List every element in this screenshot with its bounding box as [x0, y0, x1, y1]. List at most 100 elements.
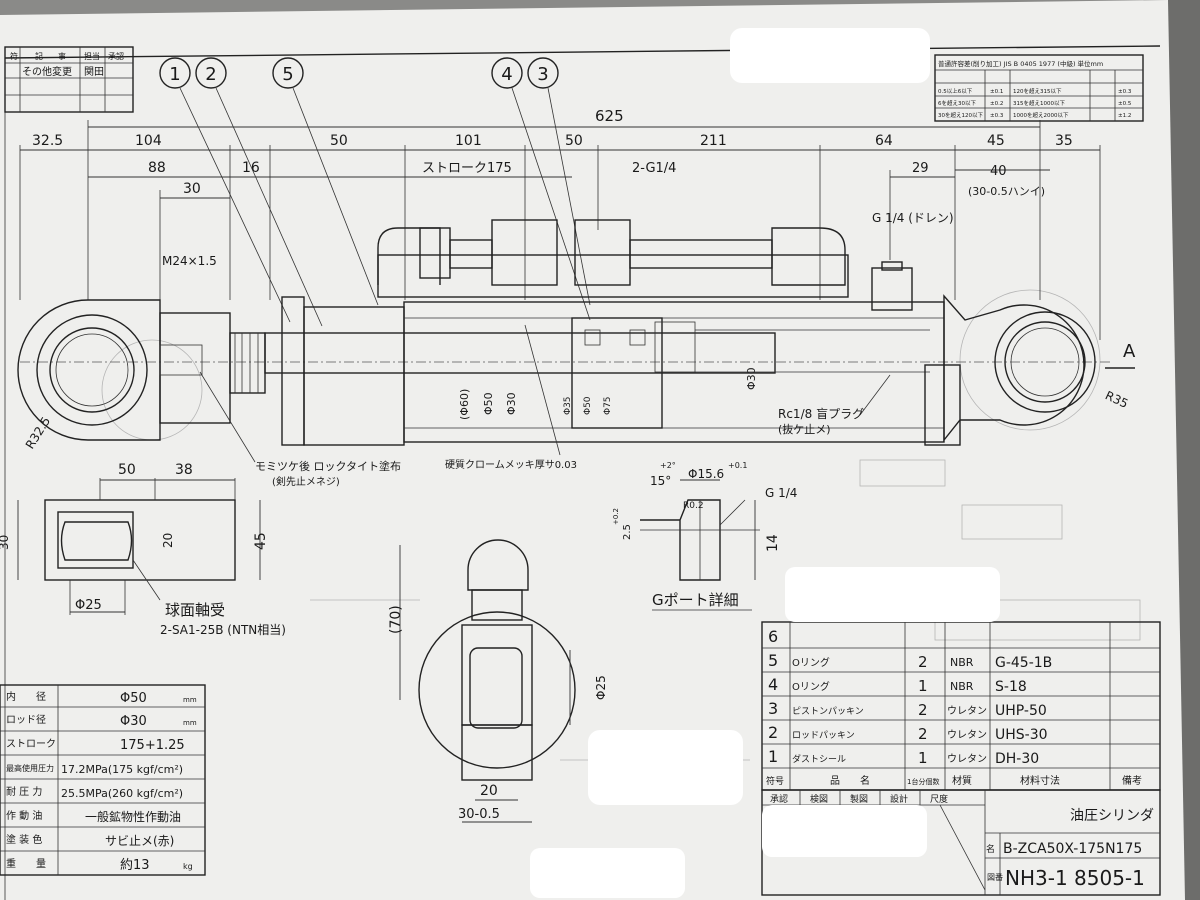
bom-header-note: 備考 [1122, 774, 1142, 787]
balloon-5-label: 5 [282, 64, 293, 85]
spec-label: 塗 装 色 [6, 833, 42, 846]
bom-qty: 1 [918, 749, 928, 767]
dia-50-gland: Φ50 [583, 396, 593, 415]
dim-45: 45 [987, 133, 1005, 149]
paper-shadow [1168, 0, 1200, 900]
tol-cell: 6を超え30以下 [938, 99, 976, 107]
tol-cell: ±0.3 [990, 113, 1004, 119]
dim-16: 16 [242, 160, 260, 176]
end-dim-45: 45 [253, 532, 269, 550]
bom-mat: ウレタン [947, 753, 987, 765]
bom-mat: NBR [950, 680, 974, 693]
spec-label: 作 動 油 [6, 809, 42, 822]
gport-depth-tol: +0.2 [612, 508, 620, 525]
redaction-center [588, 730, 743, 805]
balloon-4-label: 4 [501, 64, 512, 85]
tb-label: 検図 [810, 793, 828, 805]
dia-35: Φ35 [563, 396, 573, 415]
right-cap [924, 364, 961, 446]
spec-label: ロッド径 [6, 713, 46, 726]
balloon-3 [527, 57, 559, 89]
gport-radius: R0.2 [683, 501, 704, 511]
bom-size: UHP-50 [995, 703, 1047, 719]
balloon-4 [491, 57, 523, 89]
bom-header-no: 符号 [766, 775, 784, 787]
bom-no: 4 [768, 675, 778, 694]
bom-qty: 1 [918, 677, 928, 695]
spec-value: Φ50 [120, 691, 147, 706]
dim-104: 104 [135, 133, 162, 149]
gport-dia-tol: +0.1 [728, 461, 747, 470]
bom-no: 2 [768, 723, 778, 742]
redaction-title-block [762, 805, 927, 857]
tol-cell: 315を超え1000以下 [1013, 99, 1065, 107]
bom-no: 3 [768, 699, 778, 718]
spec-value: サビ止メ(赤) [105, 834, 174, 848]
bom-no: 1 [768, 747, 778, 766]
bearing-label: 球面軸受 [165, 601, 225, 619]
drawing-no-label: 図番 [987, 872, 1003, 882]
section-view-a: (70) Φ25 20 30-0.5 [388, 539, 608, 823]
bom-size: G-45-1B [995, 655, 1052, 671]
balloon-3-label: 3 [537, 64, 548, 85]
drain-port-label: G 1/4 (ドレン) [872, 211, 954, 225]
balloon-2-label: 2 [205, 64, 216, 85]
dim-32-5: 32.5 [32, 133, 63, 149]
right-eye-bore [1010, 327, 1080, 397]
bom-no: 6 [768, 627, 778, 646]
dimension-lines [19, 120, 1101, 340]
piston [571, 317, 663, 429]
tolerance-title: 普通許容差(削り加工) JIS B 0405 1977 (中級) 単位mm [938, 59, 1103, 68]
rev-header-mark: 記 [35, 51, 43, 61]
section-dim-20: 20 [480, 783, 498, 799]
tb-label: 承認 [770, 793, 788, 805]
pipe-elbow-left [377, 227, 441, 285]
revision-block: 符 記 事 担当 承認 その他変更 関田 [4, 46, 134, 113]
dim-ports: 2-G1/4 [632, 161, 676, 176]
bom-name: ロッドパッキン [792, 730, 855, 741]
section-dim-dia25: Φ25 [594, 675, 608, 700]
dia-60: (Φ60) [458, 389, 471, 420]
spec-label: ストローク [6, 738, 56, 750]
rev-entry-signature: 関田 [84, 66, 104, 78]
right-eye-inner [1004, 321, 1086, 403]
drawing-title: 油圧シリンダ [1070, 808, 1154, 824]
dim-88: 88 [148, 160, 166, 176]
section-dim-70: (70) [388, 605, 404, 634]
dia-75: Φ75 [603, 396, 613, 415]
dia-30: Φ30 [505, 392, 518, 415]
bom-header-size: 材料寸法 [1020, 774, 1060, 787]
rev-header-note: 事 [58, 51, 66, 61]
left-eye-inner [49, 327, 135, 413]
rev-header-sym: 符 [10, 51, 18, 61]
bearing-part: 2-SA1-25B (NTN相当) [160, 623, 286, 637]
dim-40: 40 [990, 164, 1007, 179]
spec-value: 175+1.25 [120, 738, 185, 753]
spec-value: 約13 [120, 858, 150, 873]
spec-value: 17.2MPa(175 kgf/cm²) [61, 763, 183, 776]
redaction-top [730, 28, 930, 83]
piston-rod [264, 332, 776, 374]
model-name: B-ZCA50X-175N175 [1003, 841, 1142, 857]
bom-qty: 2 [918, 725, 928, 743]
dim-64: 64 [875, 133, 893, 149]
dim-29: 29 [912, 161, 929, 176]
bom-header-name: 品 名 [830, 774, 870, 787]
tb-label: 尺度 [930, 793, 948, 805]
balloon-5 [272, 57, 304, 89]
specs-table-outline [0, 684, 206, 876]
name-label: 名 [986, 843, 995, 855]
dim-50-a: 50 [330, 133, 348, 149]
bom-no: 5 [768, 651, 778, 670]
spec-value: 一般鉱物性作動油 [85, 809, 181, 824]
bom-name: Oリング [792, 680, 830, 693]
gport-caption: Gポート詳細 [652, 591, 739, 609]
bom-qty: 2 [918, 653, 928, 671]
note-chrome: 硬質クロームメッキ厚サ0.03 [445, 458, 577, 471]
pipe-elbow-right [771, 227, 846, 286]
bom-header-mat: 材質 [952, 774, 972, 787]
spec-value: Φ30 [120, 714, 147, 729]
end-dim-38: 38 [175, 462, 193, 478]
rev-entry-text: その他変更 [22, 65, 72, 78]
